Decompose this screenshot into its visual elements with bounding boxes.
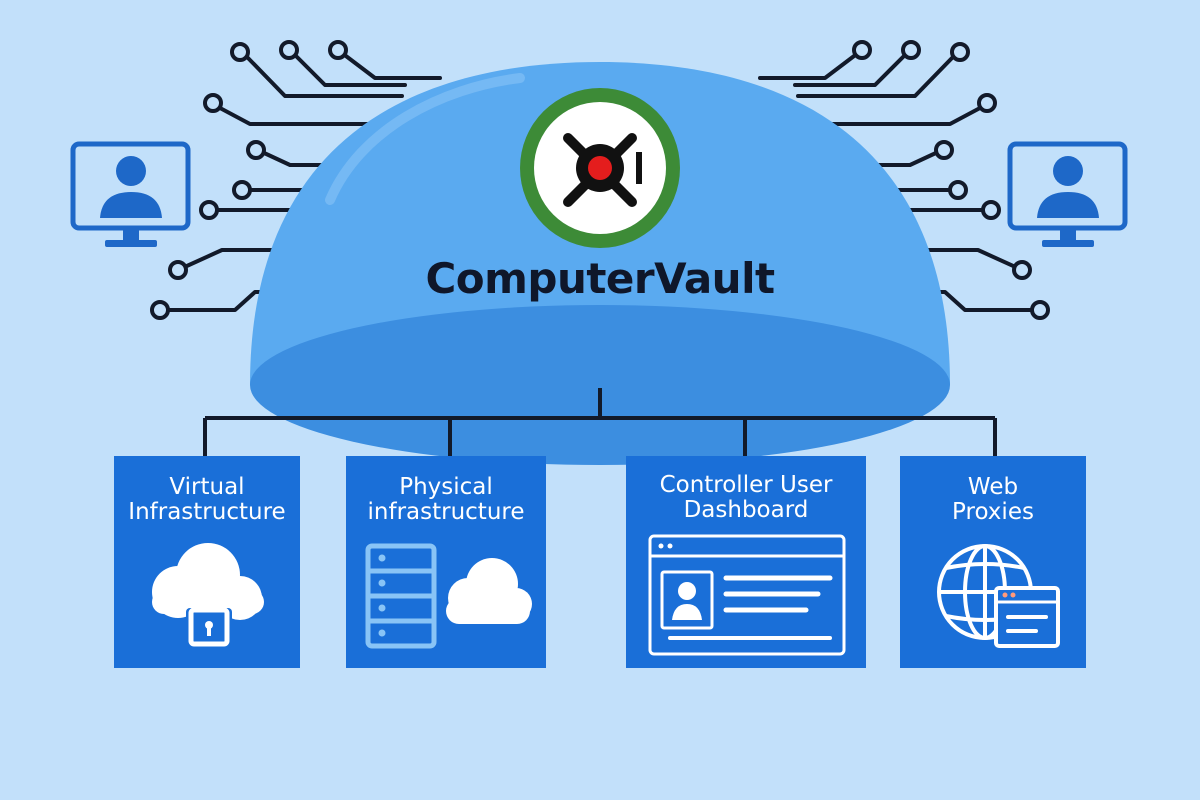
dashboard-window-icon: [648, 534, 846, 656]
server-cloud-icon: [365, 543, 532, 649]
left-user-monitor-icon: [70, 141, 191, 247]
physical-infrastructure-label: Physical infrastructure: [346, 475, 546, 525]
label-line: Proxies: [952, 499, 1034, 525]
globe-window-icon: [937, 544, 1060, 648]
brand-title: ComputerVault: [425, 254, 775, 303]
label-line: Infrastructure: [128, 499, 286, 525]
cloud-lock-icon: [152, 543, 264, 648]
circuit-nodes-right: [852, 40, 1050, 320]
label-line: Dashboard: [683, 497, 809, 523]
label-line: Virtual: [169, 474, 245, 500]
controller-user-dashboard-label: Controller User Dashboard: [626, 473, 866, 523]
label-line: Physical: [399, 474, 493, 500]
dome-highlight: [325, 73, 525, 205]
box-controller-user-dashboard: [626, 456, 866, 668]
vault-dial-icon: [520, 88, 680, 248]
right-user-monitor-icon: [1007, 141, 1128, 247]
label-line: infrastructure: [367, 499, 525, 525]
web-proxies-label: Web Proxies: [900, 475, 1086, 525]
circuit-nodes-left: [150, 40, 348, 320]
virtual-infrastructure-label: Virtual Infrastructure: [114, 475, 300, 525]
label-line: Web: [967, 474, 1019, 500]
dome-base: [250, 305, 950, 465]
label-line: Controller User: [659, 472, 833, 498]
connector-lines: [203, 388, 997, 458]
